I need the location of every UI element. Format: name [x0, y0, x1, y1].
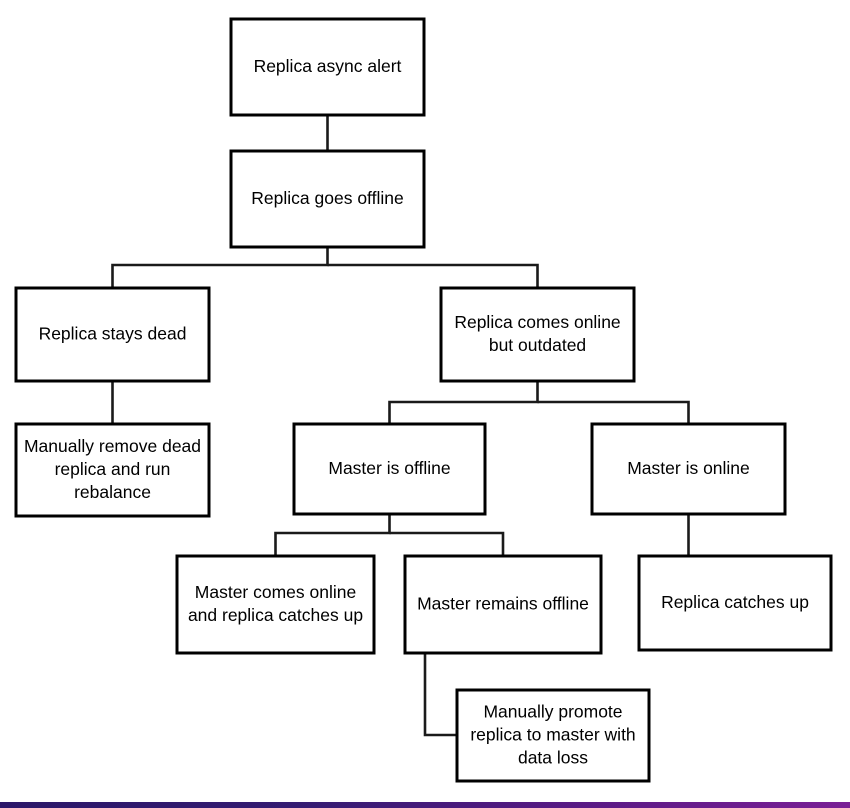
node-box — [403, 554, 603, 655]
connector-layer — [111, 115, 690, 737]
node-label: Replica comes online but outdated — [454, 312, 620, 355]
bottom-accent-bar — [0, 802, 850, 808]
flow-node-replica-async-alert[interactable]: Replica async alert — [229, 17, 426, 117]
node-box — [455, 688, 651, 783]
node-label: Master remains offline — [417, 593, 589, 613]
flow-node-manually-remove-dead-replica-and-run-rebalance[interactable]: Manually remove dead replica and run rebal… — [14, 422, 211, 518]
node-label-line: Replica comes online — [454, 312, 620, 332]
node-label-line: and replica catches up — [188, 605, 363, 625]
node-box — [439, 286, 636, 383]
node-label: Replica stays dead — [39, 323, 187, 343]
node-label: Master is offline — [328, 458, 450, 478]
flow-node-replica-goes-offline[interactable]: Replica goes offline — [229, 149, 426, 249]
node-label-line: Replica stays dead — [39, 323, 187, 343]
flow-node-master-remains-offline[interactable]: Master remains offline — [403, 554, 603, 655]
node-label: Master is online — [627, 458, 750, 478]
connector-remains-offline-to-promote — [423, 653, 457, 737]
node-label-line: rebalance — [74, 482, 151, 502]
connector-offline-split — [111, 247, 329, 288]
node-label-line: data loss — [518, 747, 588, 767]
node-label: Master comes online and replica catches u… — [188, 582, 363, 625]
connector-master-offline-split-right — [389, 531, 505, 556]
node-box — [292, 422, 487, 516]
node-box — [175, 554, 376, 655]
node-label-line: Manually promote — [483, 701, 622, 721]
node-label-line: Replica goes offline — [251, 188, 403, 208]
node-box — [229, 149, 426, 249]
flow-node-master-is-offline[interactable]: Master is offline — [292, 422, 487, 516]
connector-outdated-split — [388, 381, 539, 424]
connector-offline-split-right — [327, 263, 539, 288]
flow-node-master-is-online[interactable]: Master is online — [590, 422, 787, 516]
flow-node-manually-promote-replica-to-master-with-data-loss[interactable]: Manually promote replica to master with da… — [455, 688, 651, 783]
node-box — [229, 17, 426, 117]
node-label-line: Replica catches up — [661, 592, 809, 612]
node-label-line: Master remains offline — [417, 593, 589, 613]
node-label: Replica catches up — [661, 592, 809, 612]
flow-node-replica-stays-dead[interactable]: Replica stays dead — [14, 286, 211, 383]
node-label-line: replica and run — [55, 459, 171, 479]
node-label: Replica async alert — [254, 56, 402, 76]
flow-node-master-comes-online-and-replica-catches-up[interactable]: Master comes online and replica catches u… — [175, 554, 376, 655]
node-label-line: Master comes online — [195, 582, 356, 602]
flow-node-replica-catches-up[interactable]: Replica catches up — [637, 554, 833, 652]
flow-node-replica-comes-online-but-outdated[interactable]: Replica comes online but outdated — [439, 286, 636, 383]
node-label: Manually remove dead replica and run rebal… — [24, 436, 201, 502]
node-label-line: Master is online — [627, 458, 750, 478]
node-label: Replica goes offline — [251, 188, 403, 208]
connector-outdated-split-right — [537, 400, 690, 424]
node-box — [14, 286, 211, 383]
node-box — [590, 422, 787, 516]
node-label-line: replica to master with — [470, 724, 635, 744]
node-box — [14, 422, 211, 518]
node-label-line: Replica async alert — [254, 56, 402, 76]
node-label-line: Master is offline — [328, 458, 450, 478]
node-box — [637, 554, 833, 652]
connector-master-offline-split — [274, 514, 391, 556]
node-label: Manually promote replica to master with da… — [470, 701, 635, 767]
node-label-line: but outdated — [489, 335, 586, 355]
node-label-line: Manually remove dead — [24, 436, 201, 456]
